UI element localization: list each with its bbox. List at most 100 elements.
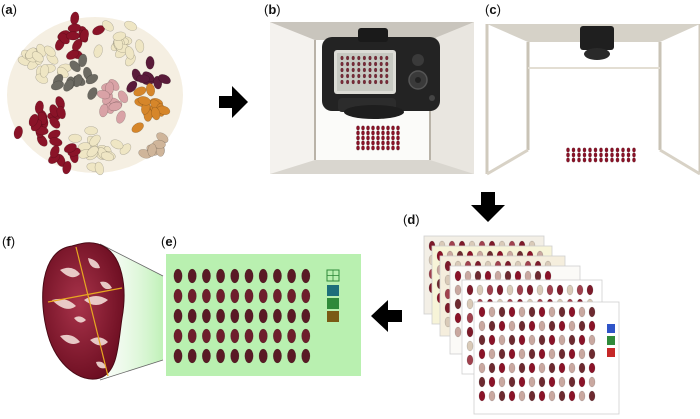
bean	[386, 141, 389, 145]
bean	[572, 148, 575, 152]
panel-label-f: (f)	[2, 234, 15, 249]
bean	[374, 62, 377, 66]
bean	[577, 148, 580, 152]
bean	[579, 391, 585, 401]
bean	[188, 289, 196, 303]
bean	[559, 377, 565, 387]
bean	[245, 309, 253, 323]
bean	[579, 321, 585, 331]
bean	[352, 62, 355, 66]
bean	[396, 131, 399, 135]
bean	[245, 329, 253, 343]
bean	[479, 307, 485, 317]
bean	[146, 56, 154, 69]
image-stack	[424, 236, 619, 414]
bean	[499, 321, 505, 331]
bean	[357, 62, 360, 66]
bean	[381, 126, 384, 130]
bean	[547, 285, 553, 295]
bean	[467, 341, 473, 351]
bean	[519, 335, 525, 345]
bean	[529, 335, 535, 345]
bean	[529, 307, 535, 317]
calibration-swatch	[327, 285, 339, 296]
bean	[202, 289, 210, 303]
bean	[579, 363, 585, 373]
bean	[605, 148, 608, 152]
bean	[583, 158, 586, 162]
bean	[519, 349, 525, 359]
bean	[357, 74, 360, 78]
bean	[499, 335, 505, 345]
calibration-swatch	[327, 298, 339, 309]
bean	[216, 349, 224, 363]
bean	[589, 377, 595, 387]
bean	[549, 335, 555, 345]
bean	[371, 136, 374, 140]
bean	[467, 355, 473, 365]
bean	[569, 307, 575, 317]
bean	[559, 335, 565, 345]
bean	[539, 335, 545, 345]
single-bean-closeup	[43, 243, 124, 379]
bean	[356, 146, 359, 150]
panel-label-b: (b)	[264, 2, 281, 17]
bean	[509, 307, 515, 317]
bean	[557, 285, 563, 295]
bean	[216, 289, 224, 303]
bean	[519, 391, 525, 401]
bean	[391, 126, 394, 130]
bean	[391, 141, 394, 145]
bean	[188, 269, 196, 283]
bean	[529, 349, 535, 359]
bean	[577, 285, 583, 295]
bean	[489, 349, 495, 359]
bean	[381, 136, 384, 140]
bean	[385, 80, 388, 84]
bean	[376, 131, 379, 135]
bean	[535, 271, 541, 281]
bean	[356, 141, 359, 145]
bean	[627, 158, 630, 162]
bean	[577, 153, 580, 157]
bean	[396, 146, 399, 150]
bean	[396, 141, 399, 145]
bean	[380, 68, 383, 72]
bean	[572, 153, 575, 157]
bean	[587, 285, 593, 295]
bean	[455, 271, 461, 281]
bean	[465, 271, 471, 281]
bean	[361, 141, 364, 145]
bean	[259, 269, 267, 283]
bean	[174, 349, 182, 363]
bean	[202, 309, 210, 323]
bean	[216, 269, 224, 283]
bean	[479, 349, 485, 359]
bean	[519, 307, 525, 317]
bean	[589, 391, 595, 401]
bean-pile-photo	[7, 11, 183, 175]
bean	[352, 80, 355, 84]
bean	[202, 349, 210, 363]
bean	[216, 309, 224, 323]
bean	[341, 80, 344, 84]
bean	[346, 74, 349, 78]
panel-label-d: (d)	[403, 212, 420, 227]
bean	[489, 363, 495, 373]
bean	[341, 68, 344, 72]
bean	[361, 131, 364, 135]
bean	[357, 80, 360, 84]
bean	[559, 391, 565, 401]
bean	[363, 68, 366, 72]
bean	[505, 271, 511, 281]
bean	[369, 62, 372, 66]
bean	[632, 158, 635, 162]
bean	[385, 62, 388, 66]
bean	[485, 271, 491, 281]
bean	[632, 153, 635, 157]
bean	[475, 271, 481, 281]
bean	[287, 329, 295, 343]
bean	[366, 146, 369, 150]
camera-icon	[322, 28, 440, 119]
bean	[509, 335, 515, 345]
